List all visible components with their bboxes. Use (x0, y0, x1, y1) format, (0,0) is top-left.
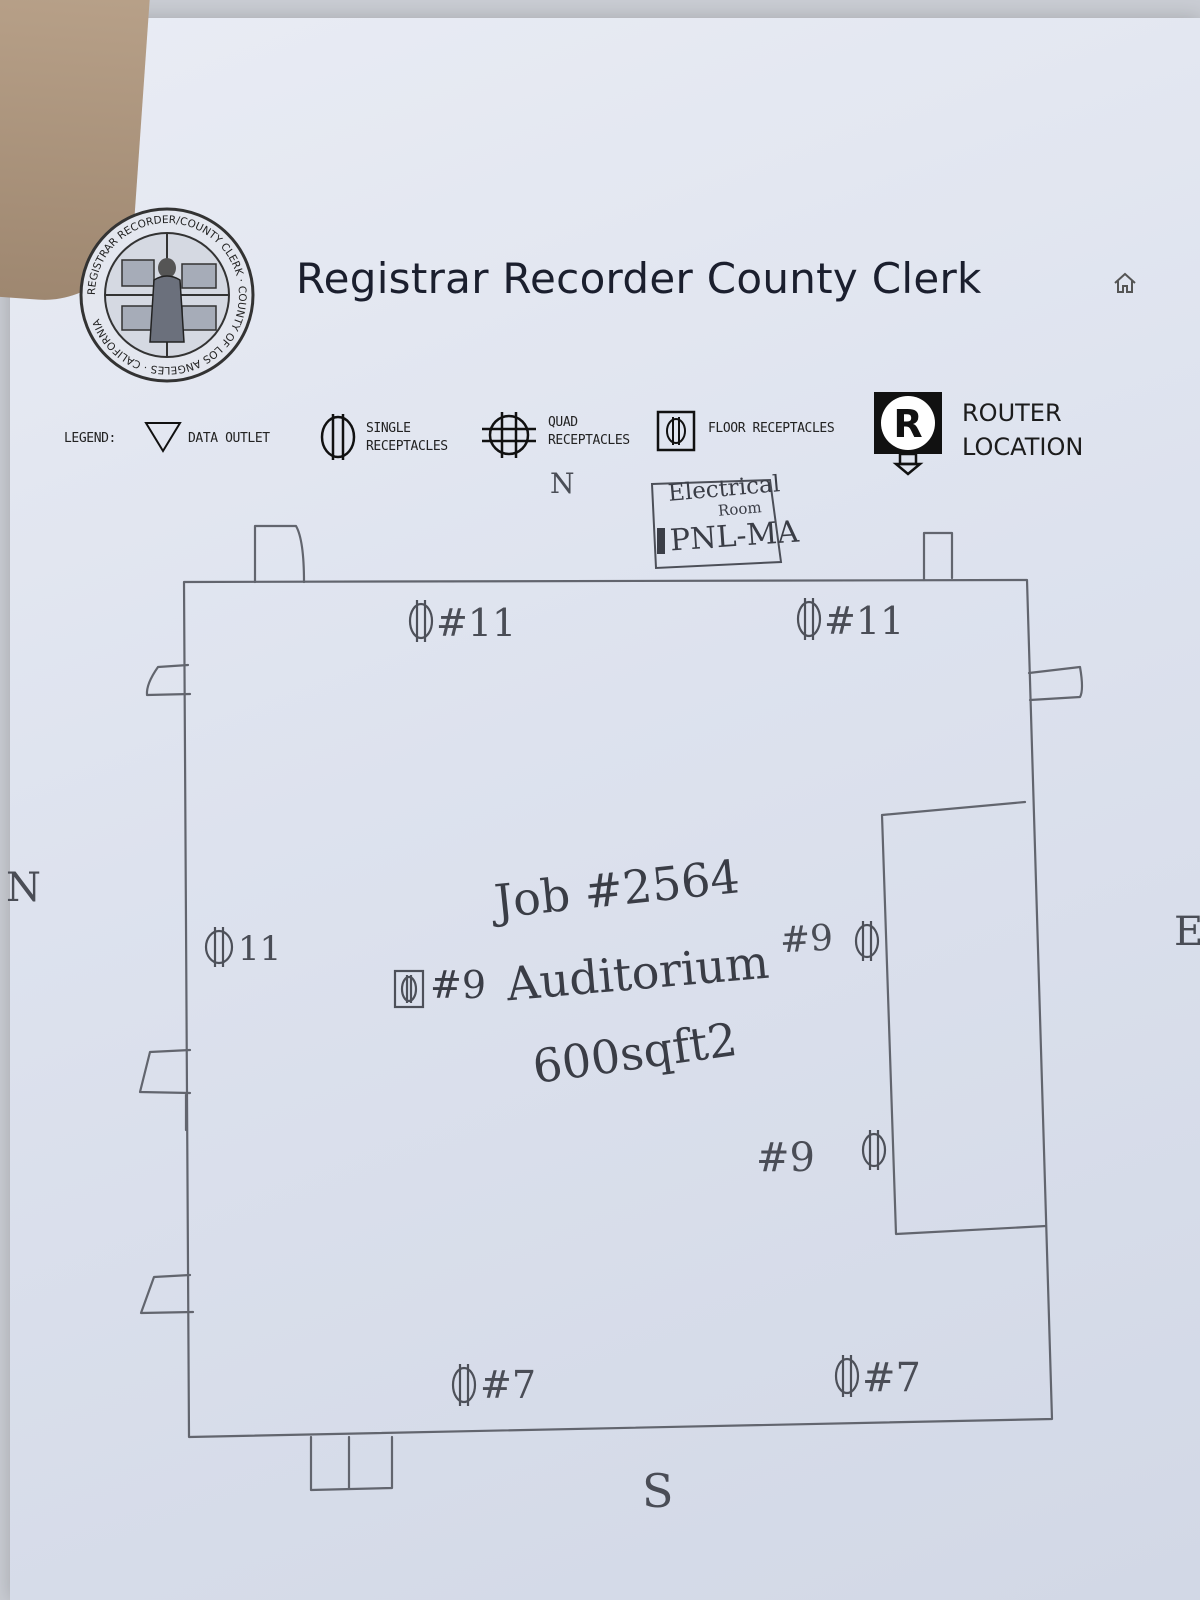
compass-east-label: E (1174, 909, 1200, 955)
door-bottom (309, 1435, 394, 1492)
door-top-right (922, 531, 954, 582)
data-outlet-triangle-icon (144, 422, 182, 453)
floor-receptacle-symbol (393, 969, 425, 1009)
electrical-room-line2: Room (717, 498, 763, 520)
electrical-room-box (650, 478, 783, 570)
receptacle-right-lower-label: #9 (756, 1135, 815, 1181)
router-icon: R (874, 392, 942, 476)
receptacle-symbol-right-lower (861, 1130, 887, 1170)
single-receptacle-icon (320, 414, 356, 460)
door-left-middle (138, 1048, 192, 1132)
door-top-left (253, 524, 306, 584)
legend-floor-label: FLOOR RECEPTACLES (708, 421, 835, 436)
north-label-top: N (550, 467, 575, 500)
stage-outline (880, 800, 1048, 1236)
legend-router-line1: ROUTER (962, 399, 1062, 427)
floor-receptacle-icon (656, 410, 696, 452)
receptacle-top-left-label: #11 (436, 601, 517, 645)
receptacle-bottom-left-label: #7 (480, 1363, 537, 1407)
svg-text:R: R (893, 402, 922, 446)
legend-single-line1: SINGLE (366, 421, 411, 436)
receptacle-symbol-bottom-right (834, 1355, 860, 1397)
county-seal-logo: REGISTRAR RECORDER/COUNTY CLERK · COUNTY… (79, 207, 255, 383)
door-left-upper (145, 663, 192, 697)
legend-router-line2: LOCATION (962, 433, 1084, 461)
receptacle-symbol-top-left (408, 600, 434, 642)
receptacle-right-upper-label: #9 (778, 917, 835, 962)
panel-mark (657, 528, 665, 554)
receptacle-symbol-bottom-left (451, 1364, 477, 1406)
page-title: Registrar Recorder County Clerk (296, 254, 982, 303)
receptacle-symbol-left (204, 927, 234, 967)
receptacle-bottom-right-label: #7 (862, 1355, 921, 1401)
compass-west-label: N (6, 865, 41, 911)
legend-single-line2: RECEPTACLES (366, 439, 448, 454)
compass-south-label: S (642, 1464, 674, 1518)
floor-receptacle-label: #9 (430, 963, 487, 1007)
panel-label: PNL-MA (668, 514, 800, 559)
receptacle-symbol-top-right (796, 598, 822, 640)
legend-label: LEGEND: (64, 431, 116, 446)
receptacle-left-label: 11 (238, 929, 282, 969)
room-outline (182, 578, 1054, 1439)
home-icon[interactable] (1112, 270, 1138, 296)
door-right (1027, 665, 1084, 702)
legend-data-outlet-label: DATA OUTLET (188, 431, 270, 446)
door-left-lower (139, 1273, 195, 1315)
receptacle-top-right-label: #11 (824, 599, 905, 643)
quad-receptacle-icon (482, 412, 536, 458)
legend-quad-line2: RECEPTACLES (548, 433, 630, 448)
legend-quad-line1: QUAD (548, 415, 578, 430)
receptacle-symbol-right-upper (854, 921, 880, 961)
